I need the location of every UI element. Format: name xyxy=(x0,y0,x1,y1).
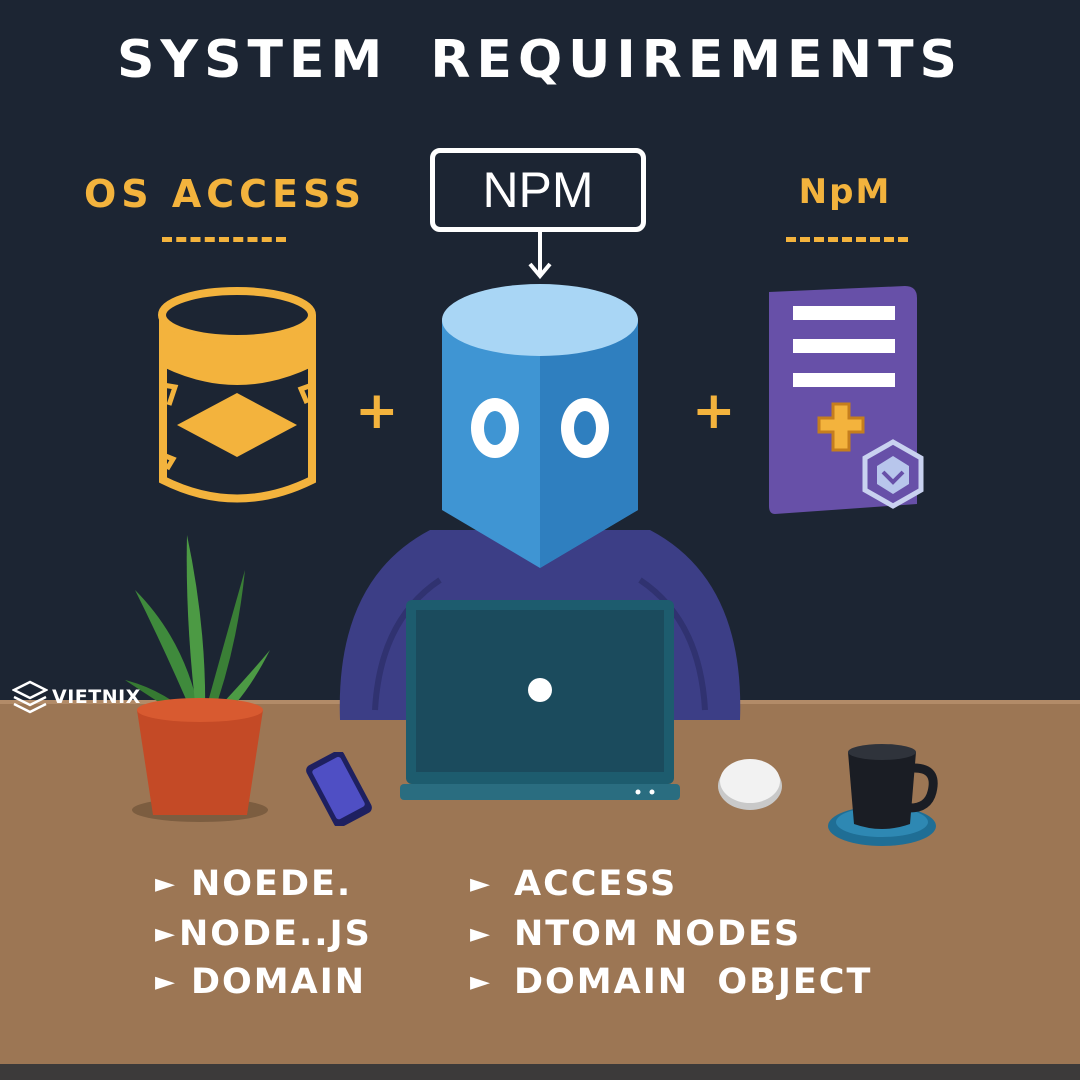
os-access-underline xyxy=(162,237,286,242)
mouse-icon xyxy=(718,759,782,810)
requirement-item: ►NTOM NODES xyxy=(470,914,802,954)
stacked-layers-icon xyxy=(12,680,48,714)
database-icon xyxy=(158,287,316,503)
plus-sign-left: + xyxy=(355,381,399,441)
npm-right-underline xyxy=(786,237,908,242)
triangle-bullet-icon: ► xyxy=(155,869,177,899)
requirement-item: ►DOMAIN OBJECT xyxy=(470,962,873,1002)
triangle-bullet-icon: ► xyxy=(470,967,492,997)
requirement-item: ►NOEDE. xyxy=(155,864,353,904)
coffee-cup-icon xyxy=(828,744,938,846)
npm-callout-box: NPM xyxy=(430,148,646,232)
triangle-bullet-icon: ► xyxy=(155,919,177,949)
npm-right-label: NpM xyxy=(798,172,892,212)
requirement-item: ►DOMAIN xyxy=(155,962,367,1002)
vietnix-logo: VIETNIX xyxy=(12,680,141,714)
arrow-down-icon xyxy=(528,232,552,280)
triangle-bullet-icon: ► xyxy=(470,869,492,899)
plant-icon xyxy=(125,535,270,822)
triangle-bullet-icon: ► xyxy=(155,967,177,997)
brand-name: VIETNIX xyxy=(52,686,141,708)
config-document-icon xyxy=(769,286,924,514)
page-title: SYSTEM REQUIREMENTS xyxy=(116,30,963,90)
laptop-icon xyxy=(400,600,680,800)
desk-bottom-strip xyxy=(0,1064,1080,1080)
smartphone-icon xyxy=(306,752,372,826)
os-access-label: OS ACCESS xyxy=(83,172,367,216)
npm-callout-label: NPM xyxy=(482,162,594,218)
triangle-bullet-icon: ► xyxy=(470,919,492,949)
plus-sign-right: + xyxy=(692,381,736,441)
requirement-item: ►NODE..JS xyxy=(155,914,372,954)
requirement-item: ►ACCESS xyxy=(470,864,678,904)
